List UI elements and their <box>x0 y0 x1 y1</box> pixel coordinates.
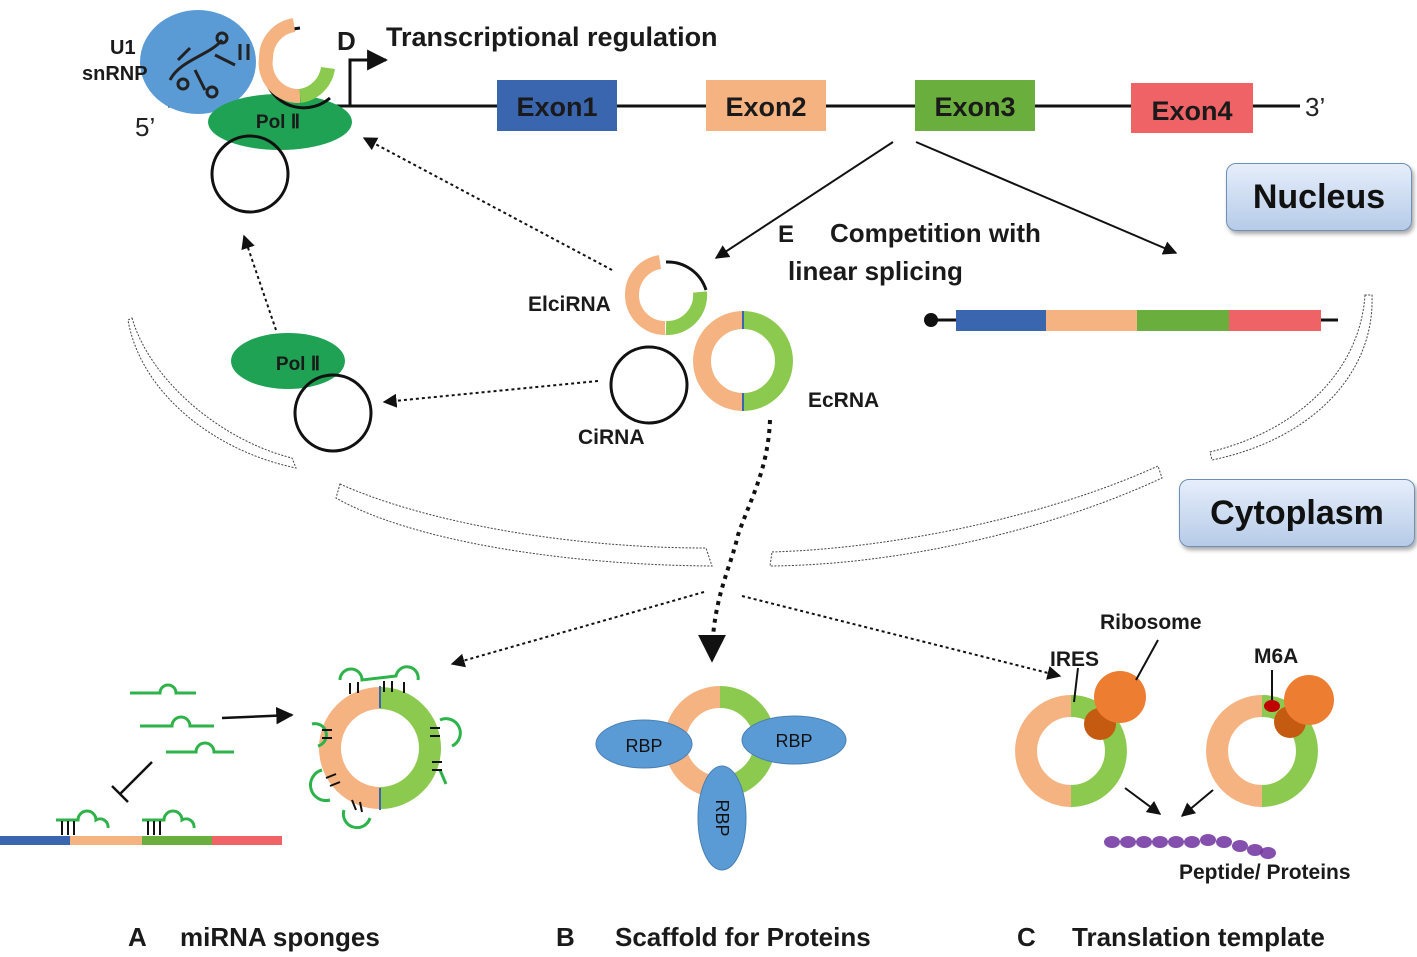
a-label: A <box>128 922 147 952</box>
nuclear-membrane <box>127 294 1373 567</box>
transcriptional-regulation-group: U1 snRNP Pol Ⅱ D Transcriptional regulat… <box>82 10 718 214</box>
b-label: B <box>556 922 575 952</box>
e-label: E <box>778 221 794 248</box>
cirna-label: CiRNA <box>578 426 645 449</box>
exon4-label: Exon4 <box>1151 96 1232 126</box>
gene-strand: Exon1 Exon2 Exon3 Exon4 5’ 3’ <box>135 49 1325 142</box>
dna-loop-middle <box>293 373 373 453</box>
elcirna-label: ElciRNA <box>528 293 611 316</box>
pol2-label-top: Pol Ⅱ <box>256 112 300 133</box>
elcirna-icon <box>625 255 708 335</box>
exon2-label: Exon2 <box>725 92 806 122</box>
ribosome-right <box>1284 675 1334 725</box>
exon1-box <box>497 80 617 131</box>
ires-label: IRES <box>1050 648 1099 671</box>
cirna-icon <box>609 345 689 425</box>
rbp-right <box>741 715 847 765</box>
exon2-box <box>706 80 826 131</box>
dna-loop <box>210 134 290 214</box>
peptide-label: Peptide/ Proteins <box>1179 861 1351 884</box>
exon3-box <box>915 80 1035 131</box>
ribosome-left <box>1094 671 1146 723</box>
snrnp-label: snRNP <box>82 63 148 85</box>
three-prime-label: 3’ <box>1305 92 1325 122</box>
transcriptional-regulation-label: Transcriptional regulation <box>386 22 718 52</box>
translation-label: Translation template <box>1072 922 1325 952</box>
scaffold-group: RBP RBP RBP <box>595 686 847 871</box>
ecrna-icon <box>693 311 793 411</box>
ecrna-label: EcRNA <box>808 389 879 412</box>
regulatory-arrows <box>241 137 613 408</box>
rbp-bottom <box>697 765 747 871</box>
splicing-arrows <box>714 141 1178 259</box>
base-pair-ticks <box>322 681 442 813</box>
ribosome-label: Ribosome <box>1100 611 1202 634</box>
five-prime-label: 5’ <box>135 112 155 142</box>
exon4-box <box>1131 83 1253 133</box>
cytoplasm-label-box: Cytoplasm <box>1179 479 1415 547</box>
u1-snrnp-blob <box>140 10 256 114</box>
u1-label: U1 <box>110 37 136 59</box>
function-arrows <box>450 591 1062 680</box>
rbp-left <box>595 719 693 769</box>
exon3-label: Exon3 <box>934 92 1015 122</box>
m6a-label: M6A <box>1254 645 1298 668</box>
exon1-label: Exon1 <box>516 92 597 122</box>
linear-mrna <box>924 310 1338 331</box>
competition-line1: Competition with <box>830 218 1041 248</box>
free-mirnas <box>130 683 234 754</box>
rbp-left-label: RBP <box>625 736 662 756</box>
translation-group <box>1015 639 1334 859</box>
mirna-sponge-group <box>0 665 462 845</box>
d-label: D <box>337 26 356 56</box>
rbp-bottom-label: RBP <box>712 799 732 836</box>
m6a-mark <box>1264 700 1280 712</box>
competition-line2: linear splicing <box>788 256 963 286</box>
snrna-structure-icon <box>168 31 250 99</box>
scaffold-label: Scaffold for Proteins <box>615 922 871 952</box>
pol2-label-middle: Pol Ⅱ <box>276 354 320 375</box>
pol2-complex-middle <box>231 333 345 389</box>
nucleus-label-box: Nucleus <box>1226 163 1412 231</box>
bound-mirnas <box>309 665 462 830</box>
c-label: C <box>1017 922 1036 952</box>
mirna-sponges-label: miRNA sponges <box>180 922 380 952</box>
rbp-right-label: RBP <box>775 731 812 751</box>
export-path <box>698 419 772 663</box>
peptide-chain <box>1104 834 1276 859</box>
